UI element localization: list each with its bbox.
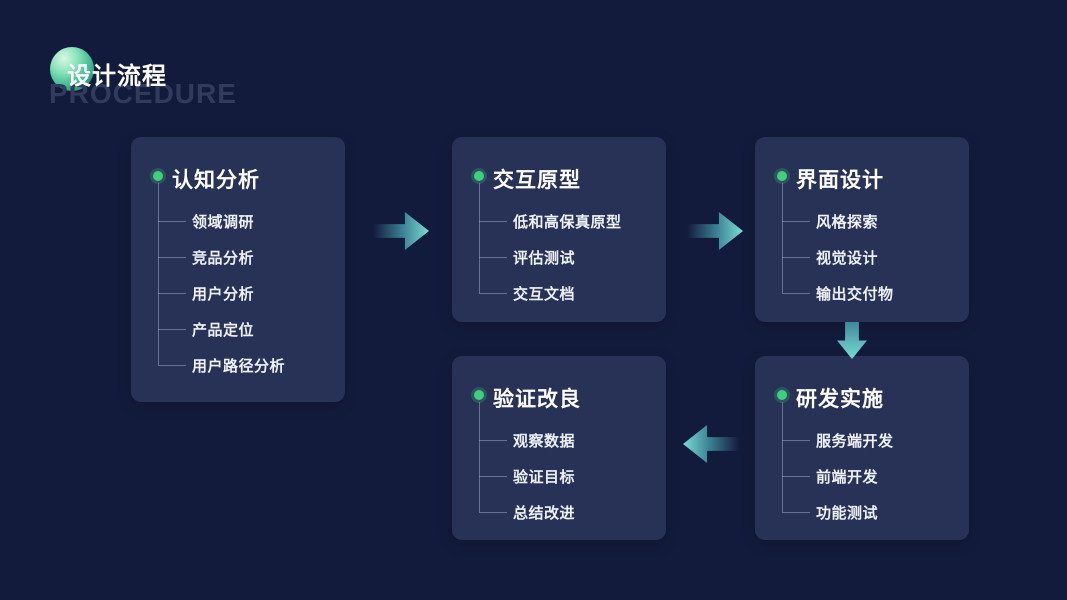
bullet-dot-icon	[777, 171, 787, 181]
card-item: 用户分析	[131, 275, 345, 311]
card-item: 竞品分析	[131, 239, 345, 275]
flow-arrow-down	[837, 322, 867, 359]
process-card: 认知分析 领域调研竞品分析用户分析产品定位用户路径分析	[131, 137, 345, 402]
card-item: 评估测试	[452, 239, 666, 275]
card-item: 输出交付物	[755, 275, 969, 311]
card-item-list: 领域调研竞品分析用户分析产品定位用户路径分析	[131, 203, 345, 383]
card-item: 观察数据	[452, 422, 666, 458]
card-item: 验证目标	[452, 458, 666, 494]
card-title: 认知分析	[172, 169, 260, 192]
gradient-sphere-decoration	[50, 47, 94, 91]
flow-arrow-right-2	[687, 212, 743, 250]
tree-connector-line	[479, 183, 480, 293]
process-card: 交互原型 低和高保真原型评估测试交互文档	[452, 137, 666, 322]
card-item-list: 观察数据验证目标总结改进	[452, 422, 666, 530]
bullet-dot-icon	[474, 171, 484, 181]
tree-connector-line	[782, 402, 783, 512]
process-card: 研发实施 服务端开发前端开发功能测试	[755, 356, 969, 540]
card-title: 界面设计	[796, 169, 884, 192]
card-item: 服务端开发	[755, 422, 969, 458]
slide-title: 设计流程	[67, 63, 167, 90]
flow-arrow-left	[683, 425, 739, 463]
bullet-dot-icon	[777, 390, 787, 400]
card-item: 视觉设计	[755, 239, 969, 275]
card-title: 交互原型	[493, 169, 581, 192]
process-card: 界面设计 风格探索视觉设计输出交付物	[755, 137, 969, 322]
tree-connector-line	[782, 183, 783, 293]
card-item-list: 风格探索视觉设计输出交付物	[755, 203, 969, 311]
tree-connector-line	[479, 402, 480, 512]
card-item: 产品定位	[131, 311, 345, 347]
card-item: 用户路径分析	[131, 347, 345, 383]
tree-connector-line	[158, 183, 159, 365]
bullet-dot-icon	[474, 390, 484, 400]
card-title: 验证改良	[493, 388, 581, 411]
bullet-dot-icon	[153, 171, 163, 181]
card-item: 风格探索	[755, 203, 969, 239]
process-card: 验证改良 观察数据验证目标总结改进	[452, 356, 666, 540]
card-item: 前端开发	[755, 458, 969, 494]
card-item: 交互文档	[452, 275, 666, 311]
flow-arrow-right-1	[373, 212, 429, 250]
card-title: 研发实施	[796, 388, 884, 411]
card-item: 低和高保真原型	[452, 203, 666, 239]
card-item: 功能测试	[755, 494, 969, 530]
card-item: 领域调研	[131, 203, 345, 239]
card-item: 总结改进	[452, 494, 666, 530]
card-item-list: 服务端开发前端开发功能测试	[755, 422, 969, 530]
slide-subtitle-watermark: PROCEDURE	[49, 78, 237, 109]
card-item-list: 低和高保真原型评估测试交互文档	[452, 203, 666, 311]
